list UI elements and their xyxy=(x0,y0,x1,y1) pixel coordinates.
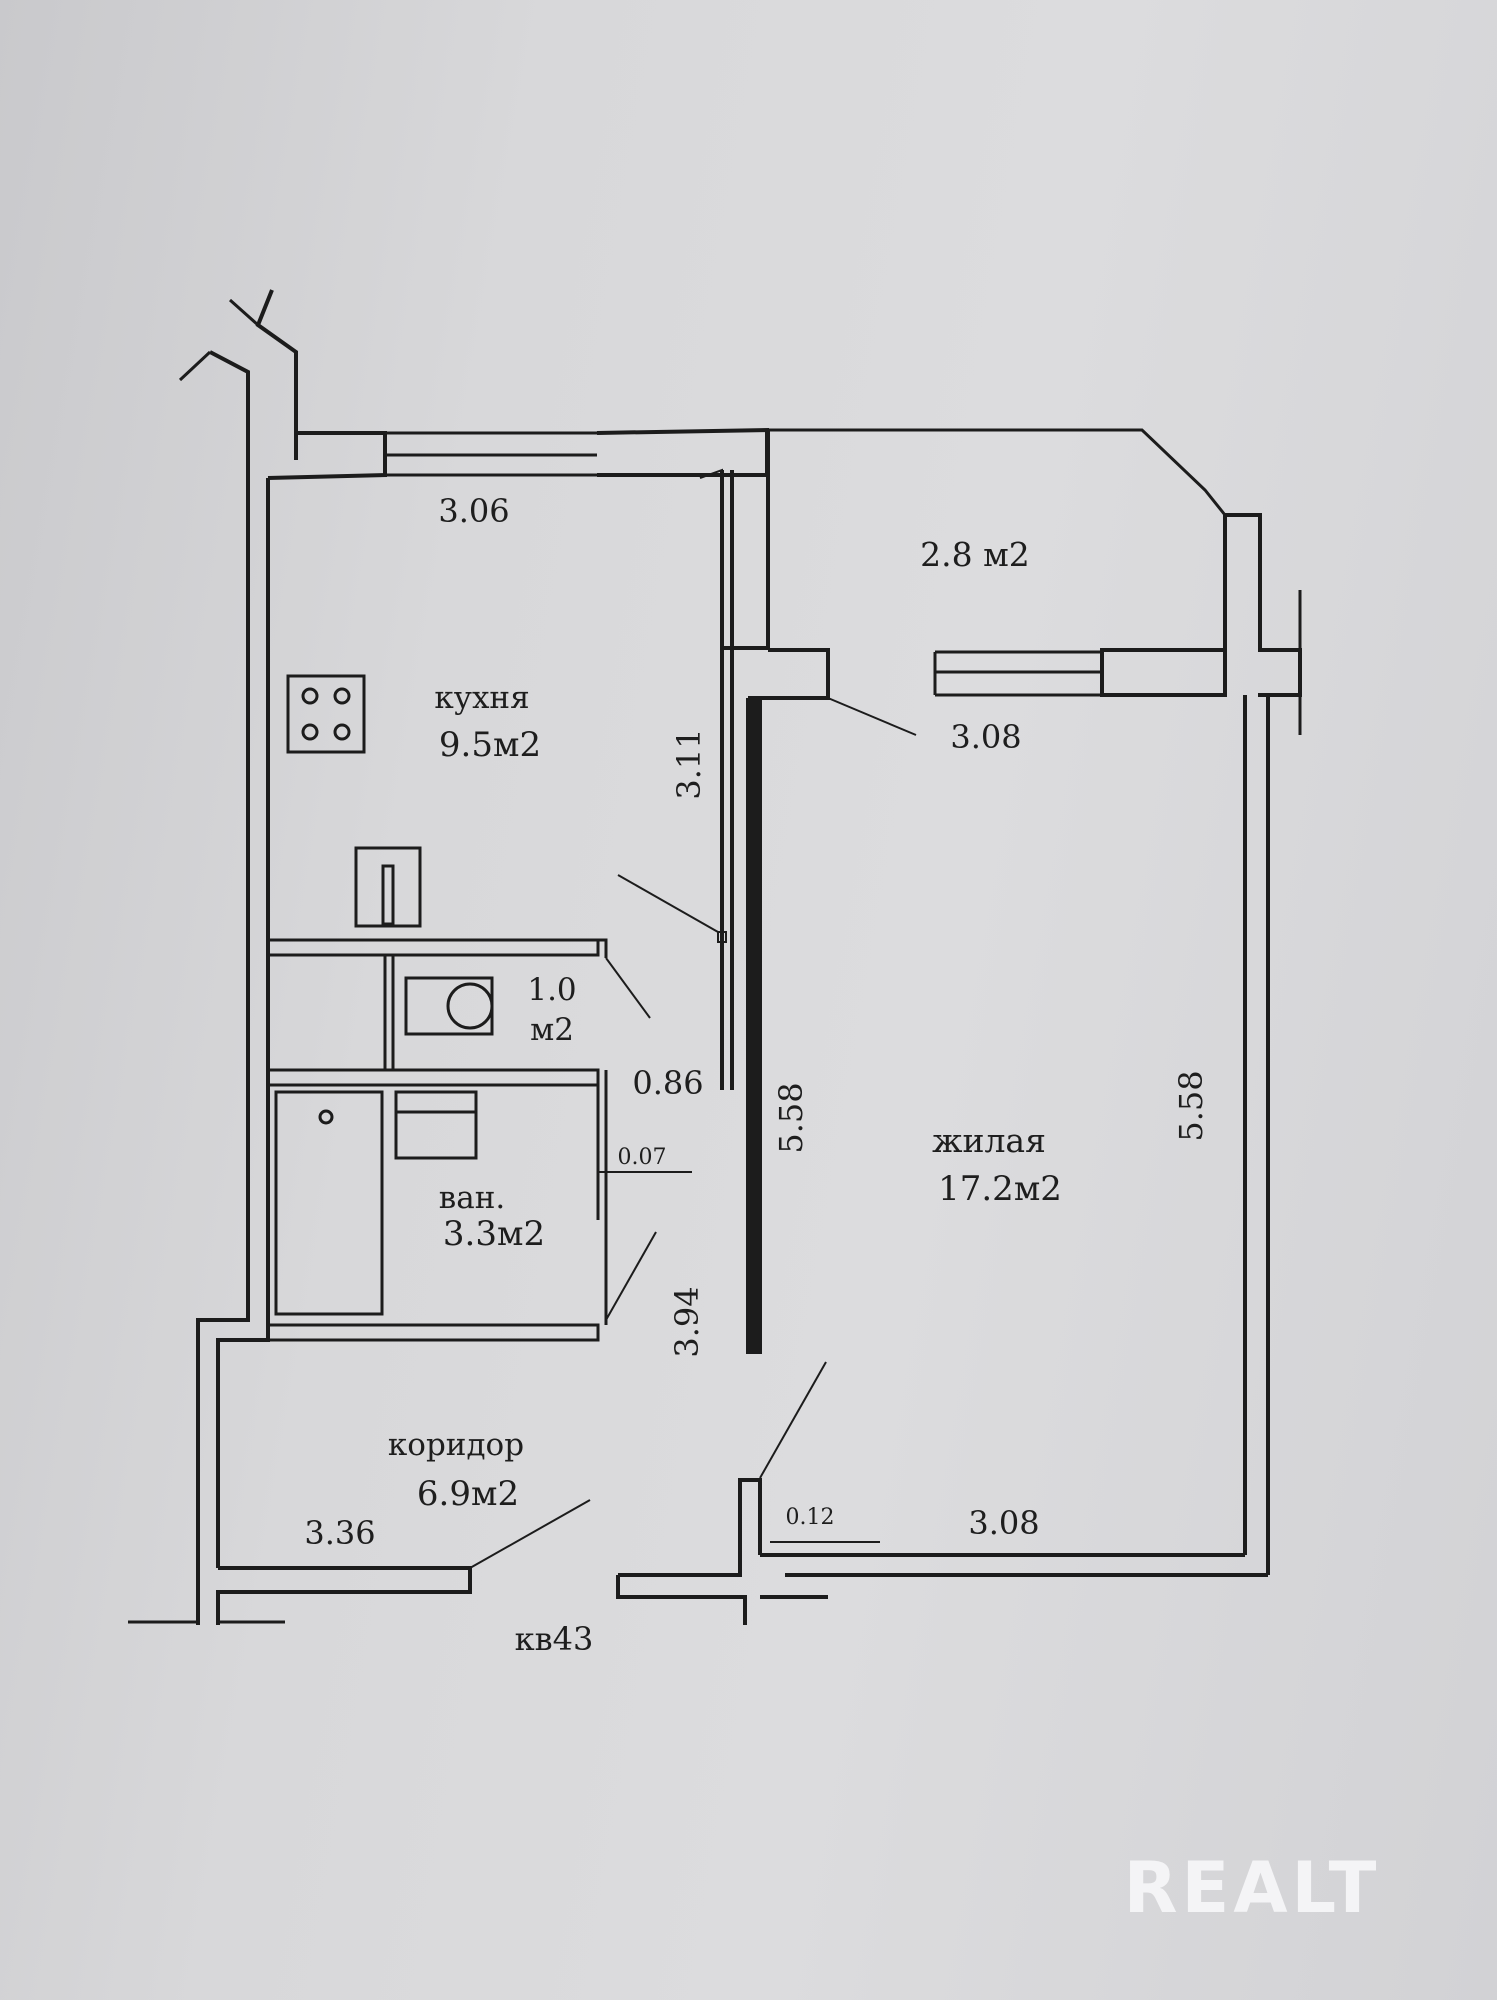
dim-wall-left: 5.58 xyxy=(772,1082,810,1153)
corridor-area: 6.9м2 xyxy=(417,1474,519,1514)
fixtures xyxy=(274,468,723,1316)
bathroom-name: ван. xyxy=(439,1180,505,1216)
kitchen-partition-ext xyxy=(720,470,734,1090)
living-name: жилая xyxy=(932,1121,1046,1160)
bath-bottom-wall xyxy=(268,1323,600,1342)
living-window xyxy=(933,650,1100,697)
cabinet-icon xyxy=(354,846,422,928)
leader-bath-door xyxy=(605,1231,657,1321)
balcony-outline xyxy=(768,428,1227,516)
bottom-wall-corridor xyxy=(216,1566,472,1625)
outer-wall-left-inner xyxy=(216,478,270,1568)
leader-wc-door xyxy=(605,957,651,1019)
bathroom-area: 3.3м2 xyxy=(443,1214,545,1254)
partition-notch xyxy=(748,648,830,700)
dim-wall-right: 5.58 xyxy=(1172,1070,1210,1141)
dim-balcony-width: 3.08 xyxy=(950,718,1021,756)
outer-wall-right xyxy=(1243,695,1270,1575)
dimension-labels: 3.06 3.11 3.08 0.86 0.07 3.94 5.58 5.58 … xyxy=(304,492,1210,1552)
dim-toilet-width: 0.86 xyxy=(632,1064,703,1102)
dim-partition: 0.07 xyxy=(618,1145,667,1170)
dim-wall-thickness: 0.12 xyxy=(786,1505,835,1530)
kitchen-door-edge xyxy=(598,938,608,958)
kitchen-top-wall-right xyxy=(596,427,769,477)
sink-icon xyxy=(394,1090,478,1160)
room-labels: кухня 9.5м2 2.8 м2 1.0 м2 ван. 3.3м2 кор… xyxy=(388,535,1062,1658)
leader-living-door xyxy=(759,1361,827,1479)
bottom-wall-entrance xyxy=(618,1478,762,1577)
living-area: 17.2м2 xyxy=(938,1169,1062,1209)
balcony-area: 2.8 м2 xyxy=(920,535,1030,574)
leader-corridor-door xyxy=(469,1499,591,1569)
realt-watermark: REALT xyxy=(1124,1847,1381,1929)
kitchen-top-wall xyxy=(267,431,387,480)
dim-kitchen-length: 3.11 xyxy=(670,728,708,799)
walls xyxy=(128,289,1302,1625)
bath-right-wall xyxy=(596,1070,608,1325)
kitchen-name: кухня xyxy=(434,680,529,716)
dim-kitchen-width: 3.06 xyxy=(438,492,509,530)
balcony-cut-lines xyxy=(178,298,259,382)
toilet-area-line2: м2 xyxy=(530,1012,574,1048)
toilet-icon xyxy=(404,976,494,1036)
bathtub-icon xyxy=(274,1090,384,1316)
living-wall-piece xyxy=(1100,648,1227,697)
bottom-wall-living xyxy=(760,1553,1268,1577)
kitchen-partition xyxy=(720,430,770,650)
stove-icon xyxy=(286,674,366,754)
top-left-stub-2 xyxy=(255,289,298,460)
toilet-area-line1: 1.0 xyxy=(527,972,576,1008)
top-left-stub xyxy=(209,350,250,475)
wc-top-wall xyxy=(268,938,600,957)
leader-wall-ext xyxy=(617,874,719,933)
leader-lines xyxy=(469,697,917,1569)
corridor-name: коридор xyxy=(388,1427,524,1463)
dim-corridor-width: 3.36 xyxy=(304,1514,375,1552)
outer-wall-left xyxy=(196,475,250,1625)
kitchen-area: 9.5м2 xyxy=(439,725,541,765)
bottom-wall-corner xyxy=(616,1575,828,1625)
dim-living-width: 3.08 xyxy=(968,1504,1039,1542)
kitchen-window-frame xyxy=(385,431,597,477)
kitchen-corner-mark xyxy=(699,468,723,495)
dim-corridor-length: 3.94 xyxy=(668,1286,706,1357)
leader-balcony-width xyxy=(827,697,917,736)
wc-side-wall xyxy=(383,955,395,1070)
balcony-wall-right xyxy=(1225,513,1302,697)
wc-bottom-wall xyxy=(268,1068,600,1087)
leader-wall-ext-mark xyxy=(717,931,727,943)
apartment-number: кв43 xyxy=(515,1620,594,1658)
